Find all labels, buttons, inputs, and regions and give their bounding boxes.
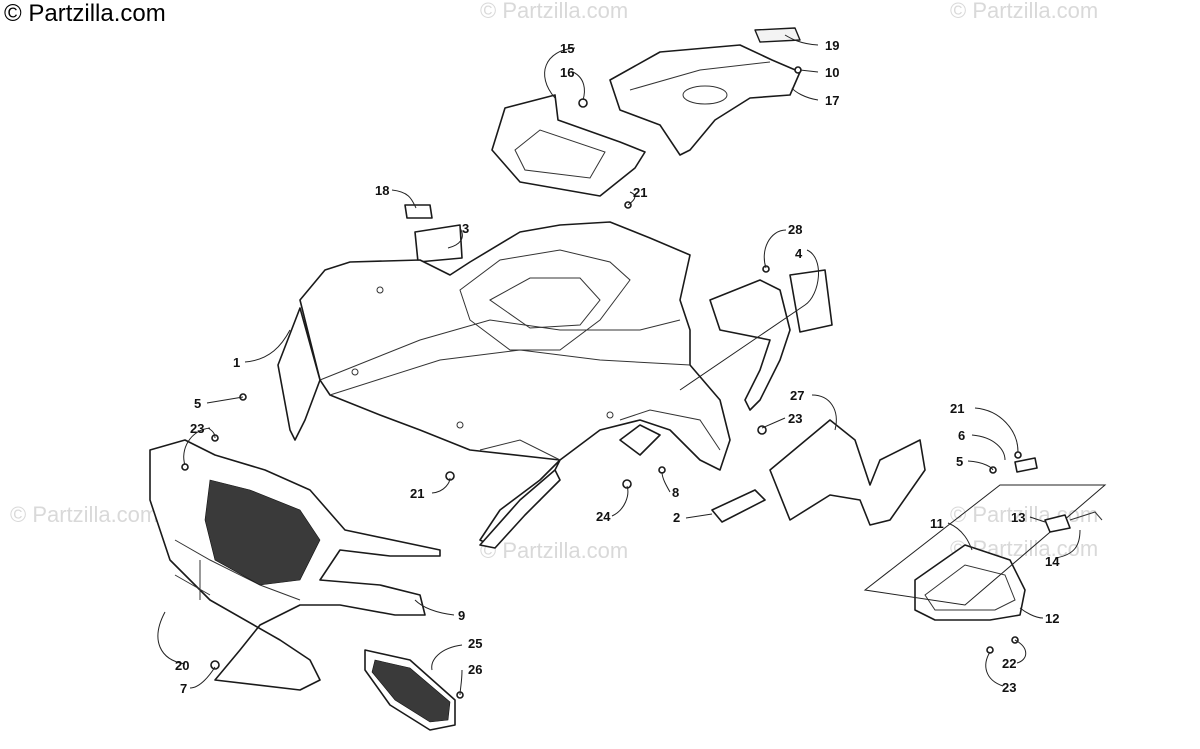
callout-16: 16: [560, 65, 574, 80]
callout-12: 12: [1045, 611, 1059, 626]
part-3-decal: [414, 224, 463, 263]
callout-20: 20: [175, 658, 189, 673]
callout-24: 24: [596, 509, 611, 524]
part-19-decal: [754, 27, 801, 43]
watermark-faded: © Partzilla.com: [950, 502, 1098, 527]
callout-9: 9: [458, 608, 465, 623]
callout-25: 25: [468, 636, 482, 651]
watermark-faded: © Partzilla.com: [10, 502, 158, 527]
callout-27: 27: [790, 388, 804, 403]
part-2-reflector: [711, 489, 766, 523]
watermark-faded: © Partzilla.com: [480, 538, 628, 563]
headlight-bracket-outline: [863, 484, 1107, 606]
callout-8: 8: [672, 485, 679, 500]
callout-13: 13: [1011, 510, 1025, 525]
callout-6: 6: [958, 428, 965, 443]
callout-5: 5: [194, 396, 201, 411]
callout-21: 21: [950, 401, 964, 416]
callout-21: 21: [410, 486, 424, 501]
part-28-side-panel: [709, 279, 791, 411]
part-6-reflector: [1014, 457, 1038, 473]
callout-1: 1: [233, 355, 240, 370]
callout-14: 14: [1045, 554, 1060, 569]
part-17-rear-cowl: [609, 44, 801, 156]
callout-21: 21: [633, 185, 647, 200]
callout-26: 26: [468, 662, 482, 677]
part-9-grille-mesh: [204, 479, 321, 586]
callout-7: 7: [180, 681, 187, 696]
callout-18: 18: [375, 183, 389, 198]
callout-10: 10: [825, 65, 839, 80]
callout-leaders: [157, 34, 1081, 696]
watermark-faded: © Partzilla.com: [480, 0, 628, 23]
callout-4: 4: [795, 246, 803, 261]
callout-2: 2: [673, 510, 680, 525]
part-13-bulb: [1044, 511, 1103, 533]
callout-15: 15: [560, 41, 574, 56]
callout-17: 17: [825, 93, 839, 108]
callout-28: 28: [788, 222, 802, 237]
part-1-front-body: [277, 221, 731, 549]
watermark-faded: © Partzilla.com: [950, 0, 1098, 23]
callout-22: 22: [1002, 656, 1016, 671]
callout-labels: 1 2 3 4 5 5 6 7 8 9 10 11 12 13 14 15 16…: [175, 38, 1060, 696]
callout-3: 3: [462, 221, 469, 236]
watermark-main: © Partzilla.com: [4, 0, 166, 27]
watermark-faded-group: © Partzilla.com © Partzilla.com © Partzi…: [10, 0, 1098, 563]
part-25-lower-grille: [364, 649, 456, 731]
part-15-tray: [491, 94, 646, 197]
callout-5: 5: [956, 454, 963, 469]
part-27-decal: [769, 419, 926, 526]
callout-23: 23: [1002, 680, 1016, 695]
part-18-decal: [404, 204, 433, 219]
part-4-decal: [789, 269, 833, 333]
callout-23: 23: [190, 421, 204, 436]
callout-19: 19: [825, 38, 839, 53]
callout-23: 23: [788, 411, 802, 426]
callout-11: 11: [930, 516, 944, 531]
